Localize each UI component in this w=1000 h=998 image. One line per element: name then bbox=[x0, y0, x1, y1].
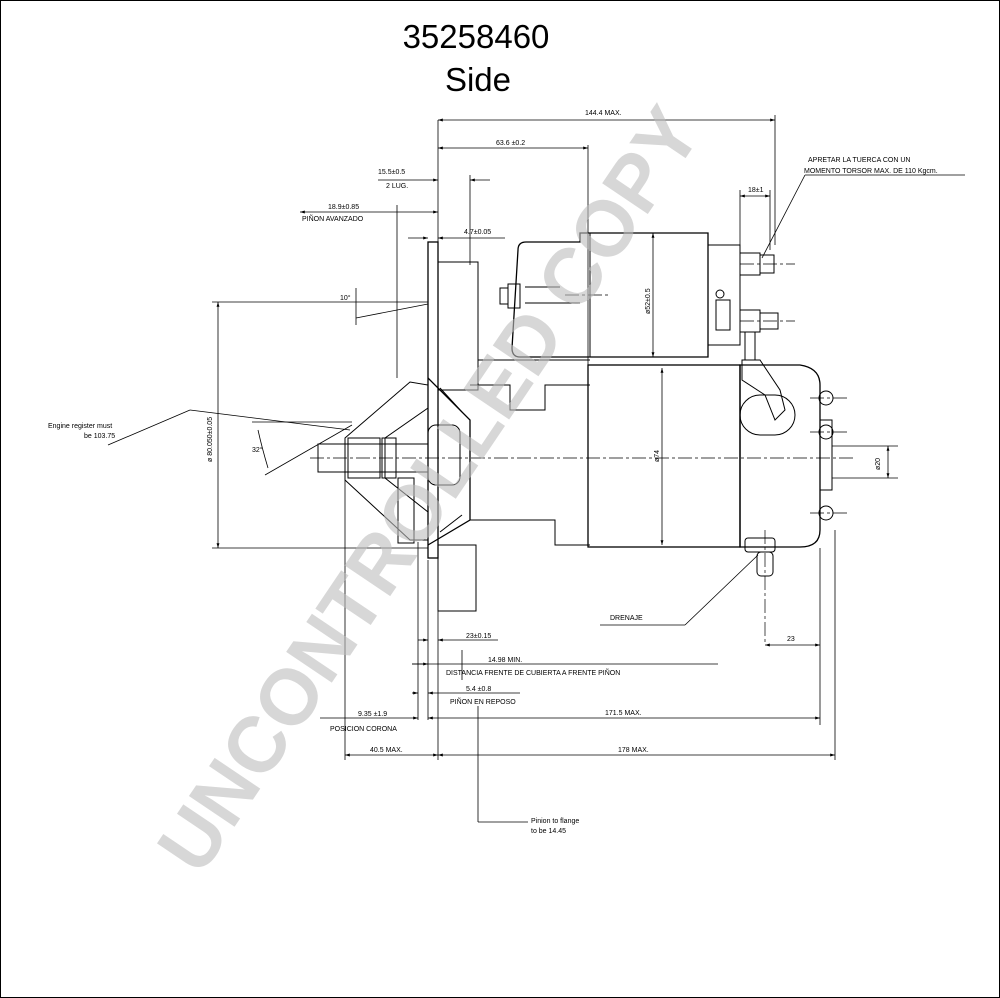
note-engine-line1: Engine register must bbox=[48, 423, 112, 430]
note-apretar-line2: MOMENTO TORSOR MAX. DE 110 Kgcm. bbox=[804, 168, 938, 175]
watermark-uncontrolled-copy: UNCONTROLLED COPY bbox=[140, 92, 717, 888]
dim-18-9: 18.9±0.85 bbox=[328, 204, 359, 211]
note-pinion-line2: to be 14.45 bbox=[531, 828, 566, 835]
dimension-lines bbox=[107, 115, 965, 823]
dim-171-5-max: 171.5 MAX. bbox=[605, 710, 642, 717]
dim-angle-32: 32° bbox=[252, 446, 263, 454]
note-drenaje: DRENAJE bbox=[610, 615, 643, 622]
label-distancia: DISTANCIA FRENTE DE CUBIERTA A FRENTE PI… bbox=[446, 668, 620, 677]
label-pinon-reposo: PIÑON EN REPOSO bbox=[450, 697, 516, 706]
dim-5-4: 5.4 ±0.8 bbox=[466, 686, 491, 693]
dim-23: 23 bbox=[787, 636, 795, 643]
dim-14-98-min: 14.98 MIN. bbox=[488, 657, 522, 664]
note-pinion-line1: Pinion to flange bbox=[531, 818, 579, 825]
note-apretar-line1: APRETAR LA TUERCA CON UN bbox=[808, 157, 910, 164]
dimension-labels: 144.4 MAX. 63.6 ±0.2 15.5±0.5 2 LUG. 18.… bbox=[207, 110, 882, 754]
dim-23-0-15: 23±0.15 bbox=[466, 633, 491, 640]
label-posicion-corona: POSICION CORONA bbox=[330, 726, 397, 733]
dim-15-5: 15.5±0.5 bbox=[378, 169, 405, 176]
label-pinon-avanzado: PIÑON AVANZADO bbox=[302, 214, 364, 223]
dim-4-7: 4.7±0.05 bbox=[464, 229, 491, 236]
dim-flange-diameter: ø 80.050±0.05 bbox=[207, 417, 214, 462]
part-number: 35258460 bbox=[403, 18, 550, 55]
dim-dia-20: ø20 bbox=[875, 458, 882, 470]
dim-2-lug: 2 LUG. bbox=[386, 183, 408, 190]
dim-40-5-max: 40.5 MAX. bbox=[370, 747, 403, 754]
dim-178-max: 178 MAX. bbox=[618, 747, 649, 754]
dim-9-35: 9.35 ±1.9 bbox=[358, 711, 387, 718]
dim-18-1: 18±1 bbox=[748, 187, 764, 194]
centerlines bbox=[310, 263, 855, 645]
dim-63-6: 63.6 ±0.2 bbox=[496, 140, 525, 147]
notes: APRETAR LA TUERCA CON UN MOMENTO TORSOR … bbox=[48, 157, 938, 835]
dim-dia-52: ø52±0.5 bbox=[645, 288, 652, 314]
dim-144-max: 144.4 MAX. bbox=[585, 110, 622, 117]
dim-angle-10: 10° bbox=[340, 294, 351, 302]
note-engine-line2: be 103.75 bbox=[84, 433, 115, 440]
view-label: Side bbox=[445, 61, 511, 98]
dim-dia-74: ø74 bbox=[654, 450, 661, 462]
